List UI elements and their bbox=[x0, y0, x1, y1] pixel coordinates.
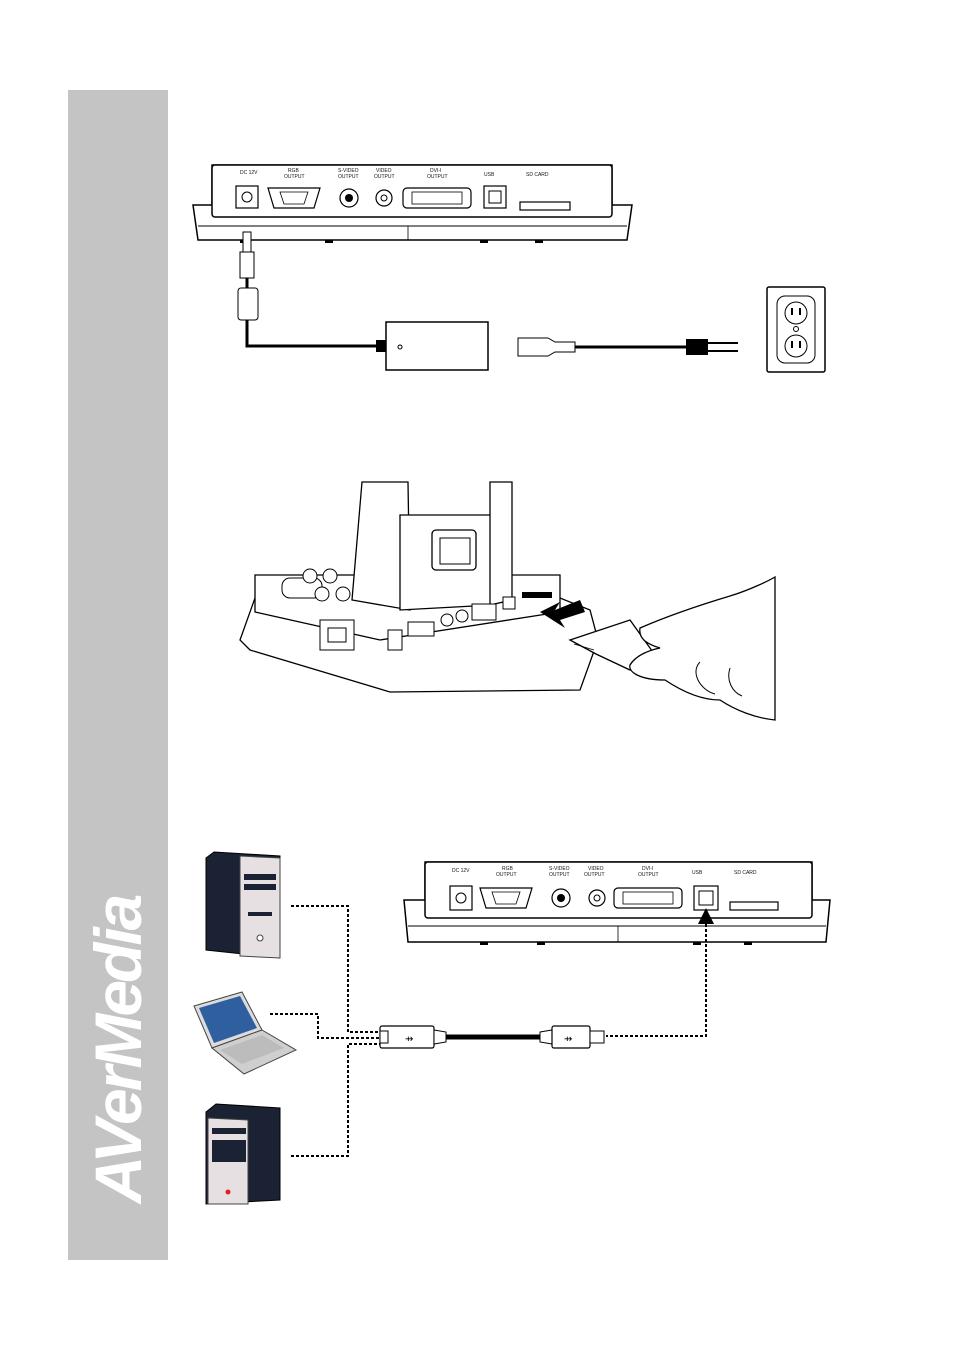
label-usb: USB bbox=[484, 172, 495, 178]
power-connection-figure: DC 12V RGB OUTPUT S-VIDEO OUTPUT VIDEO O… bbox=[193, 165, 825, 372]
device-rear-panel-bottom: DC 12V RGB OUTPUT S-VIDEO OUTPUT VIDEO O… bbox=[404, 862, 830, 945]
dc-port bbox=[236, 186, 258, 208]
desktop-tower-icon bbox=[206, 852, 280, 958]
ac-plug bbox=[686, 339, 708, 355]
rgb-port bbox=[268, 188, 320, 208]
label-video-output: OUTPUT bbox=[374, 174, 395, 180]
label-rgb-output-2: OUTPUT bbox=[496, 872, 517, 878]
label-usb-2: USB bbox=[692, 870, 703, 876]
desktop-tower-icon-2 bbox=[206, 1104, 280, 1204]
ferrite-core bbox=[238, 288, 258, 320]
usb-cable: ⇸ ⇸ bbox=[380, 1026, 604, 1048]
laptop-icon bbox=[194, 992, 296, 1074]
label-dc12v-2: DC 12V bbox=[452, 868, 470, 874]
usb-port bbox=[484, 186, 506, 208]
label-svideo-output: OUTPUT bbox=[338, 174, 359, 180]
video-port bbox=[376, 190, 392, 206]
ac-connector bbox=[518, 338, 575, 356]
device-rear-panel-top: DC 12V RGB OUTPUT S-VIDEO OUTPUT VIDEO O… bbox=[193, 165, 632, 243]
label-sd-card-2: SD CARD bbox=[734, 870, 757, 876]
sd-card-insertion-figure bbox=[240, 482, 775, 720]
label-dvi-output: OUTPUT bbox=[427, 174, 448, 180]
label-sd-card: SD CARD bbox=[526, 172, 549, 178]
sd-card-slot bbox=[520, 202, 570, 210]
label-dvi-output-2: OUTPUT bbox=[638, 872, 659, 878]
label-dc12v: DC 12V bbox=[240, 170, 258, 176]
usb-symbol-icon: ⇸ bbox=[405, 1034, 413, 1045]
label-rgb-output: OUTPUT bbox=[284, 174, 305, 180]
usb-connection-figure: DC 12V RGB OUTPUT S-VIDEO OUTPUT VIDEO O… bbox=[194, 852, 830, 1204]
label-svideo-output-2: OUTPUT bbox=[549, 872, 570, 878]
sd-slot-side bbox=[522, 592, 552, 598]
wall-outlet bbox=[767, 287, 825, 372]
label-video-output-2: OUTPUT bbox=[584, 872, 605, 878]
dvi-port bbox=[403, 188, 471, 208]
usb-port-target bbox=[694, 886, 718, 910]
hand bbox=[630, 577, 775, 720]
usb-symbol-icon-2: ⇸ bbox=[564, 1034, 572, 1045]
power-adapter bbox=[238, 232, 738, 370]
